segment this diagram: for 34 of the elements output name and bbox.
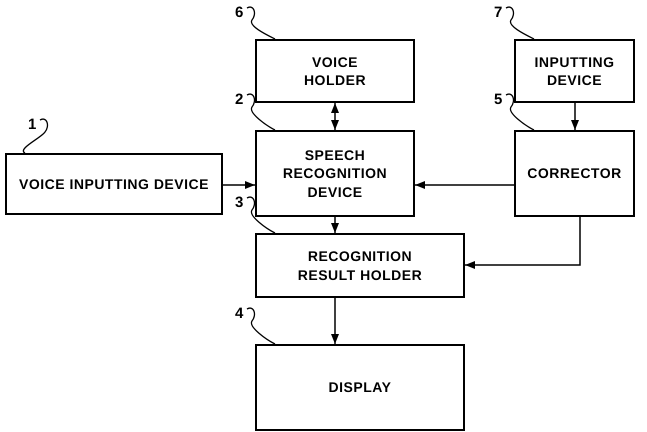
box-label: VOICE INPUTTING DEVICE	[18, 174, 210, 194]
arrow	[331, 217, 339, 233]
callout-number: 1	[28, 117, 36, 132]
callout-number: 6	[235, 5, 244, 20]
arrow	[223, 181, 255, 189]
box-label: VOICE HOLDER	[302, 52, 368, 90]
arrow	[331, 298, 339, 344]
callout-number: 7	[494, 5, 502, 20]
arrow	[415, 181, 514, 189]
arrow	[331, 103, 339, 130]
process-box	[255, 130, 415, 217]
callout-number: 2	[235, 92, 244, 107]
process-box	[255, 344, 465, 431]
process-box	[514, 39, 635, 103]
leader-line	[246, 6, 276, 40]
process-box	[5, 153, 223, 215]
process-box	[255, 39, 415, 103]
arrow	[571, 103, 579, 130]
leader-line	[506, 93, 534, 131]
process-box	[255, 233, 465, 298]
callout-number: 4	[235, 306, 244, 321]
box-label: SPEECH RECOGNITION DEVICE	[282, 146, 388, 201]
process-box	[514, 130, 635, 217]
leader-line	[246, 307, 276, 345]
leader-line	[246, 93, 276, 131]
leader-line	[506, 6, 534, 40]
box-label: RECOGNITION RESULT HOLDER	[296, 247, 424, 284]
arrow	[465, 217, 581, 269]
leader-line	[246, 196, 276, 234]
box-label: DISPLAY	[328, 378, 392, 397]
box-label: INPUTTING DEVICE	[534, 52, 616, 90]
callout-number: 3	[235, 195, 244, 210]
box-label: CORRECTOR	[526, 164, 623, 183]
callout-number: 5	[494, 92, 502, 107]
